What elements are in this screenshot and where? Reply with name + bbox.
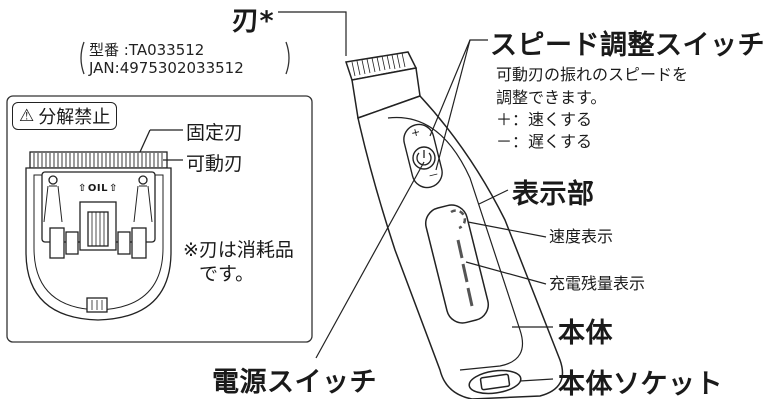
socket-leader	[519, 378, 554, 382]
oil-marking: ⇧ OIL ⇧	[78, 183, 118, 194]
blade-label: 刃*	[232, 6, 275, 37]
power-switch-label: 電源スイッチ	[212, 367, 377, 398]
charge-display-label: 充電残量表示	[549, 274, 646, 293]
power-switch-leader	[315, 161, 425, 359]
consumable-note-line1: ※刃は消耗品	[183, 239, 294, 261]
charge-display-leader	[465, 261, 547, 285]
speed-switch-graphic	[403, 123, 443, 189]
display-title: 表示部	[512, 179, 595, 210]
model-bracket-left	[80, 41, 85, 75]
warning-triangle-icon: ⚠	[19, 106, 35, 126]
blade-closeup	[25, 151, 172, 321]
speed-plus-desc: ＋：速くする	[496, 110, 593, 129]
oil-arrow-right-icon: ⇧	[108, 183, 118, 194]
body-label: 本体	[558, 318, 613, 349]
oil-label: OIL	[87, 183, 108, 194]
speed-indicator-graphic	[450, 209, 467, 230]
speed-switch-desc2: 調整できます。	[496, 88, 607, 107]
speed-display-leader	[467, 221, 547, 238]
jan-code: JAN:4975302033512	[89, 59, 244, 77]
display-leader	[478, 189, 509, 205]
speed-minus-desc: －：遅くする	[496, 132, 593, 151]
no-disassembly-label: 分解禁止	[38, 107, 111, 128]
moving-blade-label: 可動刃	[186, 153, 244, 175]
fixed-blade-label: 固定刃	[186, 122, 244, 144]
socket-label: 本体ソケット	[558, 369, 723, 400]
speed-switch-title: スピード調整スイッチ	[490, 30, 765, 61]
charge-indicator-graphic	[456, 239, 474, 307]
speed-display-label: 速度表示	[549, 227, 614, 246]
model-bracket-right	[285, 41, 290, 75]
no-disassembly-badge: ⚠ 分解禁止	[12, 102, 118, 130]
consumable-note-line2: です。	[199, 263, 255, 285]
oil-arrow-left-icon: ⇧	[78, 183, 87, 194]
blade-leader	[278, 11, 347, 56]
model-number: 型番 :TA033512	[89, 41, 205, 59]
speed-switch-leader-minus	[435, 39, 471, 171]
speed-switch-desc1: 可動刃の振れのスピードを	[496, 65, 689, 84]
